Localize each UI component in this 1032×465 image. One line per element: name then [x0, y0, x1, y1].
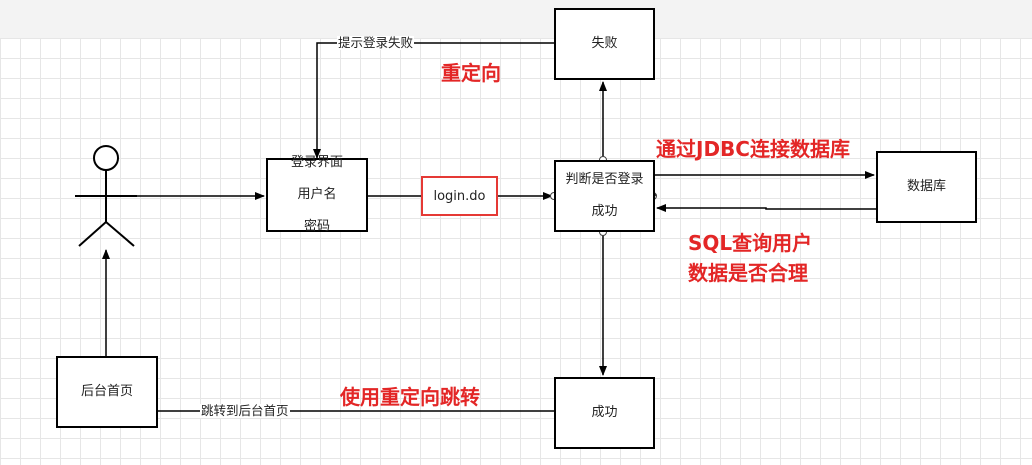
node-backend-home[interactable]: 后台首页: [56, 356, 158, 428]
node-database[interactable]: 数据库: [876, 151, 977, 223]
backend-label: 后台首页: [80, 384, 133, 399]
annotation-sql-line1: SQL查询用户: [688, 231, 813, 255]
edge-db-to-judge: [656, 204, 876, 212]
judge-line-1: 判断是否登录: [565, 172, 644, 187]
diagram-canvas[interactable]: [0, 38, 1032, 465]
node-fail[interactable]: 失败: [554, 8, 655, 80]
annotation-redirect: 重定向: [441, 61, 501, 85]
node-login-page[interactable]: 登录界面 用户名 密码: [266, 155, 368, 234]
annotation-use-redirect: 使用重定向跳转: [340, 385, 480, 409]
login-line-2: 用户名: [297, 187, 337, 202]
login-line-1: 登录界面: [290, 155, 343, 170]
actor-icon: [75, 145, 137, 247]
fail-label: 失败: [591, 36, 618, 51]
annotation-sql-line2: 数据是否合理: [688, 261, 808, 285]
edge-label-jump-backend: 跳转到后台首页: [200, 403, 290, 418]
edge-label-prompt-fail: 提示登录失败: [337, 35, 415, 50]
success-label: 成功: [591, 405, 618, 420]
login-line-3: 密码: [303, 219, 330, 234]
node-login-do[interactable]: login.do: [421, 176, 498, 216]
judge-line-2: 成功: [591, 204, 618, 219]
edge-fail-to-login: [313, 42, 554, 159]
node-judge-login[interactable]: 判断是否登录 成功: [554, 160, 655, 232]
database-label: 数据库: [906, 179, 946, 194]
annotation-jdbc: 通过JDBC连接数据库: [656, 137, 850, 161]
node-success[interactable]: 成功: [554, 377, 655, 449]
login-do-label: login.do: [433, 188, 486, 204]
